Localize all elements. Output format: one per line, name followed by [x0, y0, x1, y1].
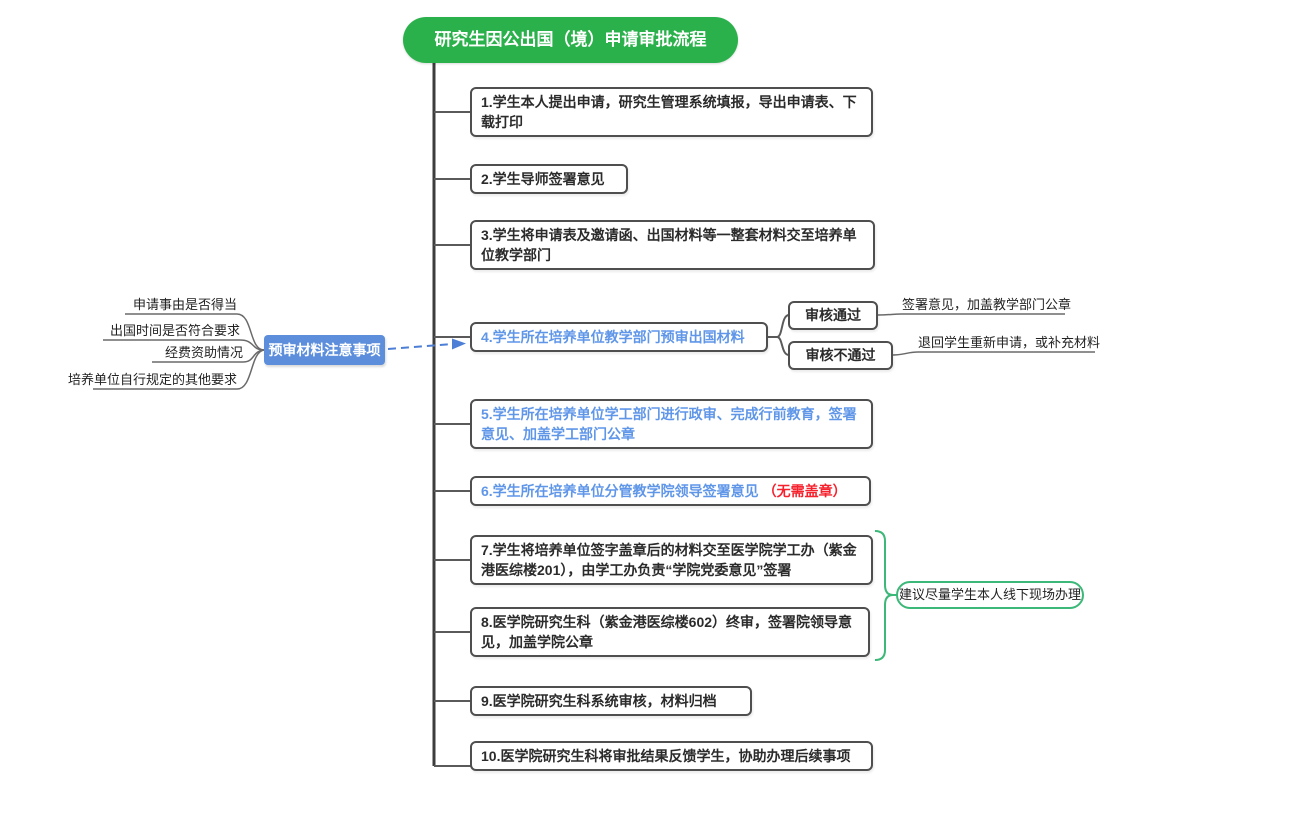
- step-text: 9.医学院研究生科系统审核，材料归档: [481, 693, 717, 709]
- step-branch-lines: [434, 111, 471, 767]
- precheck-item-4: 培养单位自行规定的其他要求: [67, 372, 237, 387]
- dashed-arrow: [387, 338, 466, 350]
- step-box-2: 2.学生导师签署意见: [470, 164, 628, 194]
- review-pass-box: 审核通过: [788, 301, 878, 330]
- review-fork-lines: [768, 314, 790, 356]
- review-pass-result: 签署意见，加盖教学部门公章: [902, 297, 1072, 312]
- no-seal-note: （无需盖章）: [762, 483, 847, 499]
- step-text: 7.学生将培养单位签字盖章后的材料交至医学院学工办（紫金港医综楼201），由学工…: [481, 542, 857, 578]
- step-box-7: 7.学生将培养单位签字盖章后的材料交至医学院学工办（紫金港医综楼201），由学工…: [470, 535, 873, 585]
- step-box-9: 9.医学院研究生科系统审核，材料归档: [470, 686, 752, 716]
- step-box-3: 3.学生将申请表及邀请函、出国材料等一整套材料交至培养单位教学部门: [470, 220, 875, 270]
- step-box-1: 1.学生本人提出申请，研究生管理系统填报，导出申请表、下载打印: [470, 87, 873, 137]
- step-text: 10.医学院研究生科将审批结果反馈学生，协助办理后续事项: [481, 748, 851, 764]
- step-box-10: 10.医学院研究生科将审批结果反馈学生，协助办理后续事项: [470, 741, 873, 771]
- step-text: 4.学生所在培养单位教学部门预审出国材料: [481, 329, 745, 345]
- review-fail-box: 审核不通过: [788, 341, 893, 370]
- precheck-title-box: 预审材料注意事项: [264, 335, 385, 365]
- precheck-item-1: 申请事由是否得当: [132, 297, 237, 312]
- step-box-8: 8.医学院研究生科（紫金港医综楼602）终审，签署院领导意见，加盖学院公章: [470, 607, 870, 657]
- step-box-5: 5.学生所在培养单位学工部门进行政审、完成行前教育，签署意见、加盖学工部门公章: [470, 399, 873, 449]
- step-box-6: 6.学生所在培养单位分管教学院领导签署意见 （无需盖章）: [470, 476, 871, 506]
- advice-brace: [874, 530, 897, 661]
- root-title-node: 研究生因公出国（境）申请审批流程: [403, 17, 738, 63]
- step-text: 8.医学院研究生科（紫金港医综楼602）终审，签署院领导意见，加盖学院公章: [481, 614, 853, 650]
- precheck-item-3: 经费资助情况: [164, 345, 243, 360]
- review-fail-result: 退回学生重新申请，或补充材料: [918, 335, 1101, 350]
- precheck-item-2: 出国时间是否符合要求: [109, 323, 240, 338]
- step-text: 1.学生本人提出申请，研究生管理系统填报，导出申请表、下载打印: [481, 94, 857, 130]
- step-text: 6.学生所在培养单位分管教学院领导签署意见: [481, 483, 759, 499]
- step-text: 2.学生导师签署意见: [481, 171, 605, 187]
- arrowhead-icon: [452, 338, 466, 350]
- step-box-4: 4.学生所在培养单位教学部门预审出国材料: [470, 322, 768, 352]
- review-result-underlines: [877, 313, 1095, 356]
- advice-bubble: 建议尽量学生本人线下现场办理: [896, 581, 1084, 609]
- step-text: 5.学生所在培养单位学工部门进行政审、完成行前教育，签署意见、加盖学工部门公章: [481, 406, 857, 442]
- precheck-item-lines: [93, 313, 265, 390]
- step-text: 3.学生将申请表及邀请函、出国材料等一整套材料交至培养单位教学部门: [481, 227, 857, 263]
